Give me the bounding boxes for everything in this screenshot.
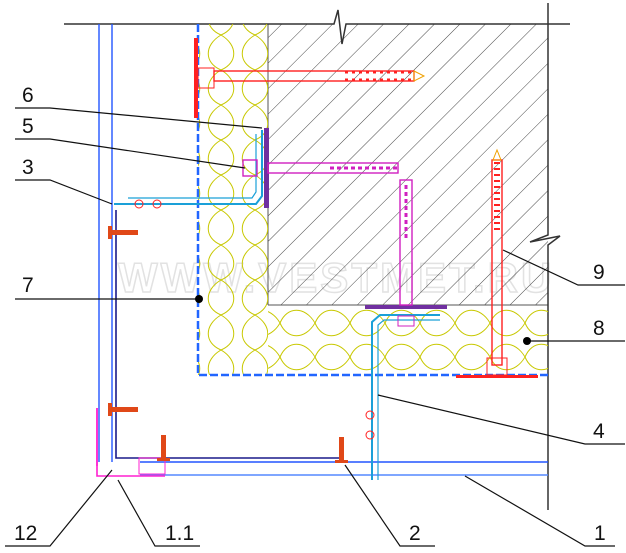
windproof-membrane xyxy=(196,24,548,377)
rivet xyxy=(365,430,375,440)
rivet xyxy=(365,410,375,420)
insulation-vertical xyxy=(198,24,268,375)
label-9: 9 xyxy=(593,261,605,284)
label-7: 7 xyxy=(22,274,34,297)
label-1: 1 xyxy=(594,522,606,545)
label-4: 4 xyxy=(593,420,605,443)
label-12: 12 xyxy=(14,522,37,545)
label-8: 8 xyxy=(593,317,605,340)
corner-element-1-1 xyxy=(96,408,165,477)
rivet xyxy=(152,199,162,209)
label-3: 3 xyxy=(22,156,34,179)
wall-right-break-line xyxy=(529,3,561,510)
concrete-wall xyxy=(268,24,548,305)
wall-top-break-line xyxy=(64,9,570,45)
insulation-anchor-plate xyxy=(194,38,198,118)
rivet xyxy=(134,199,144,209)
screw-icon xyxy=(108,226,138,239)
label-6: 6 xyxy=(22,84,34,107)
label-5: 5 xyxy=(22,115,34,138)
screw-icon xyxy=(335,437,348,463)
dowel-horizontal xyxy=(267,162,399,174)
leader-lines xyxy=(5,107,625,547)
screw-icon xyxy=(108,403,138,416)
dowel-vertical xyxy=(399,179,413,306)
paronite-gasket-6 xyxy=(264,128,269,208)
label-2: 2 xyxy=(409,522,421,545)
screw-icon xyxy=(157,435,170,461)
bracket-4 xyxy=(371,314,440,480)
label-1-1: 1.1 xyxy=(165,522,194,545)
corner-profile-12 xyxy=(115,210,340,459)
bracket-3 xyxy=(114,130,263,205)
